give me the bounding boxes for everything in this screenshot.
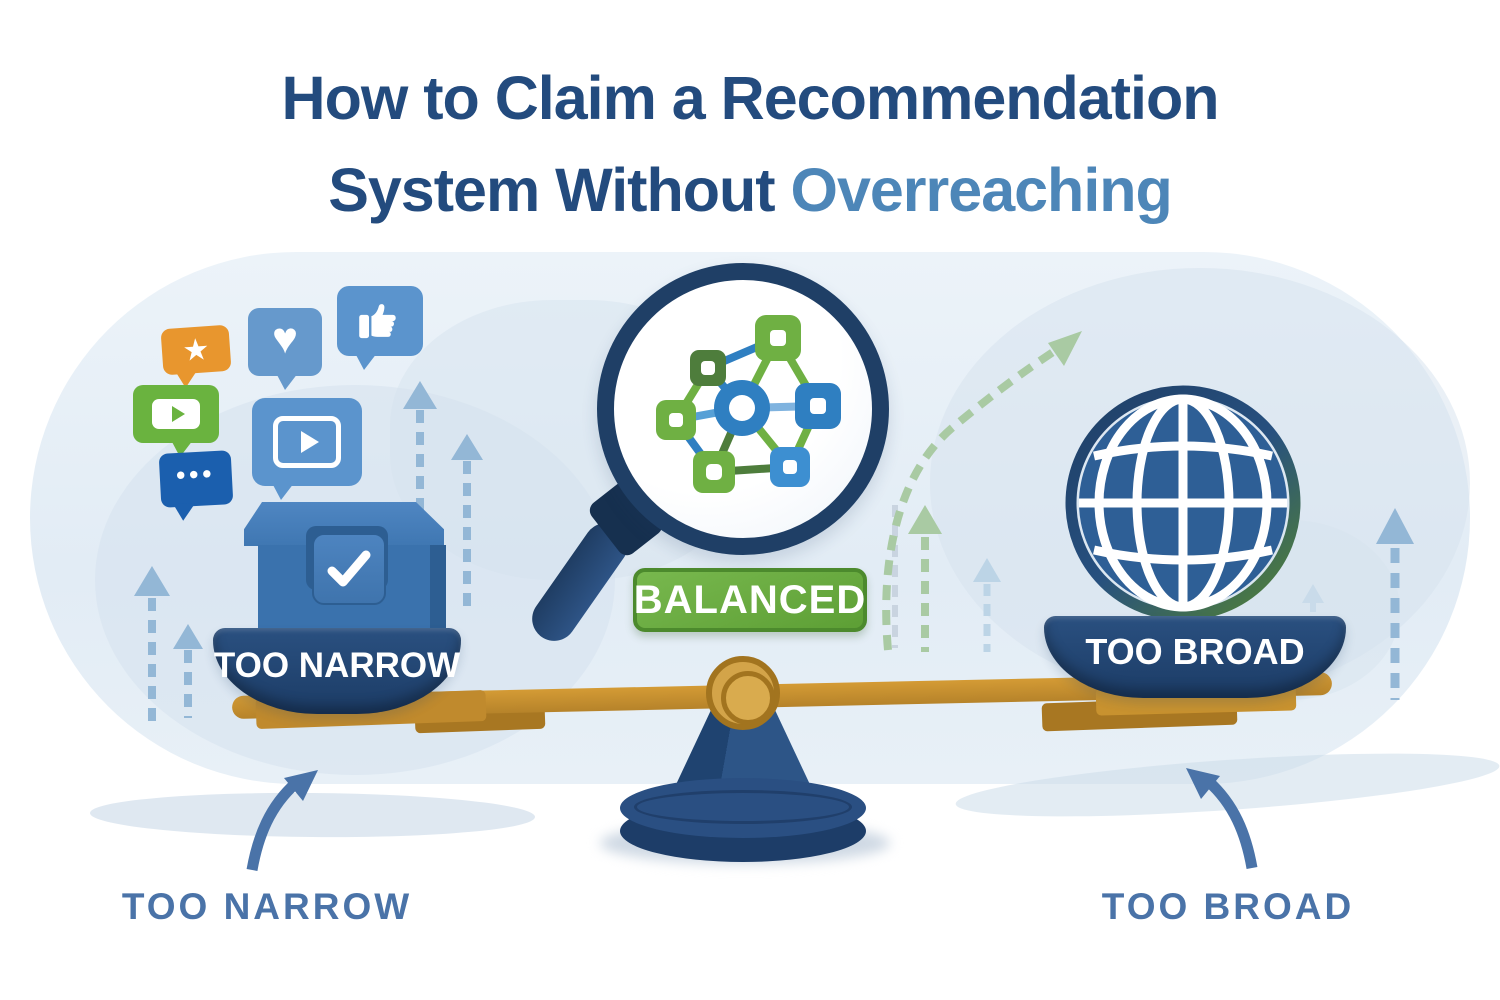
star-icon: ★	[181, 332, 211, 368]
heart-like-bubble: ♥	[248, 308, 322, 390]
ellipsis-icon: •••	[175, 457, 217, 490]
balanced-badge: BALANCED	[633, 568, 867, 632]
title-line-2: System Without Overreaching	[328, 156, 1173, 224]
heart-icon: ♥	[271, 314, 299, 363]
thumbs-up-bubble	[337, 286, 423, 370]
right-pan-label: TOO BROAD	[1085, 631, 1305, 672]
footer-label-too-narrow: TOO NARROW	[121, 886, 413, 927]
balanced-badge-label: BALANCED	[633, 577, 867, 622]
right-scale-pan: TOO BROAD	[1044, 616, 1346, 698]
scale-pivot	[706, 656, 780, 730]
checkbox-tile	[312, 533, 386, 605]
left-pan-label: TOO NARROW	[213, 646, 461, 685]
thumbs-up-icon	[359, 304, 396, 339]
star-feedback-bubble: ★	[160, 324, 232, 376]
play-video-bubble	[252, 398, 362, 500]
recommendation-network-graph	[656, 315, 841, 493]
title-line-1: How to Claim a Recommendation	[281, 64, 1220, 132]
play-icon	[273, 416, 341, 468]
network-nodes	[656, 315, 841, 493]
shadow-swoosh	[89, 791, 536, 839]
video-comment-bubble	[133, 385, 219, 457]
ellipsis-comment-bubble: •••	[158, 450, 234, 508]
page-title: How to Claim a Recommendation System Wit…	[0, 52, 1500, 236]
checkmark-icon	[327, 550, 371, 587]
title-highlight: Overreaching	[790, 156, 1173, 224]
globe-icon	[1065, 385, 1301, 621]
video-play-icon	[152, 399, 200, 429]
scale-base-top	[620, 778, 866, 838]
footer-label-too-broad: TOO BROAD	[1101, 886, 1355, 927]
